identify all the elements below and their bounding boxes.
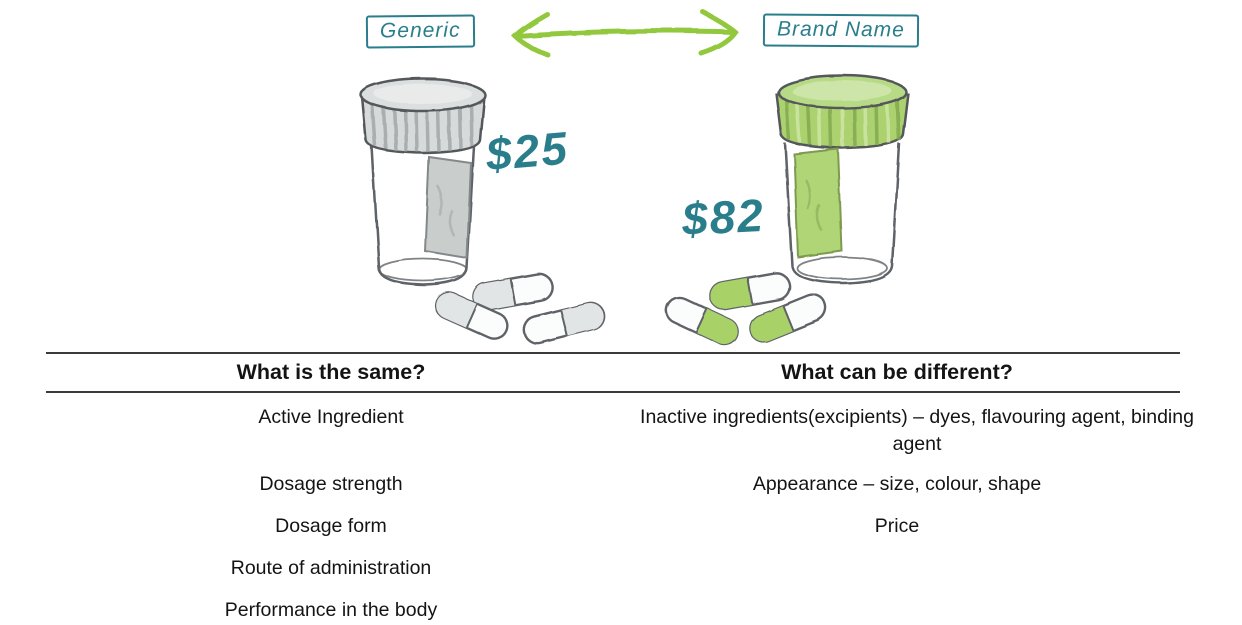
table-header-rule xyxy=(46,391,1180,393)
same-item: Dosage strength xyxy=(259,473,403,495)
different-item: Inactive ingredients(excipients) – dyes,… xyxy=(640,406,1194,455)
generic-price: $25 xyxy=(483,121,571,181)
bottles-illustration xyxy=(359,9,910,346)
same-item: Performance in the body xyxy=(224,599,438,621)
brand-bottle xyxy=(774,74,910,285)
different-column-header: What can be different? xyxy=(781,360,1013,384)
brand-bottle-label xyxy=(792,147,844,259)
same-item: Dosage form xyxy=(275,515,387,537)
different-item: Appearance – size, colour, shape xyxy=(752,473,1042,495)
generic-bottle-label xyxy=(423,155,473,260)
generic-pills xyxy=(434,272,606,345)
same-item: Active Ingredient xyxy=(258,406,404,428)
double-arrow-icon xyxy=(511,9,739,58)
same-item: Route of administration xyxy=(230,557,432,579)
brand-pills xyxy=(665,271,828,346)
same-column-header: What is the same? xyxy=(236,360,426,384)
brand-name-tag: Brand Name xyxy=(762,13,920,48)
generic-tag: Generic xyxy=(365,14,475,49)
brand-price: $82 xyxy=(680,188,767,246)
generic-bottle xyxy=(359,77,487,287)
different-item: Price xyxy=(874,515,920,537)
table-top-rule xyxy=(46,352,1180,354)
